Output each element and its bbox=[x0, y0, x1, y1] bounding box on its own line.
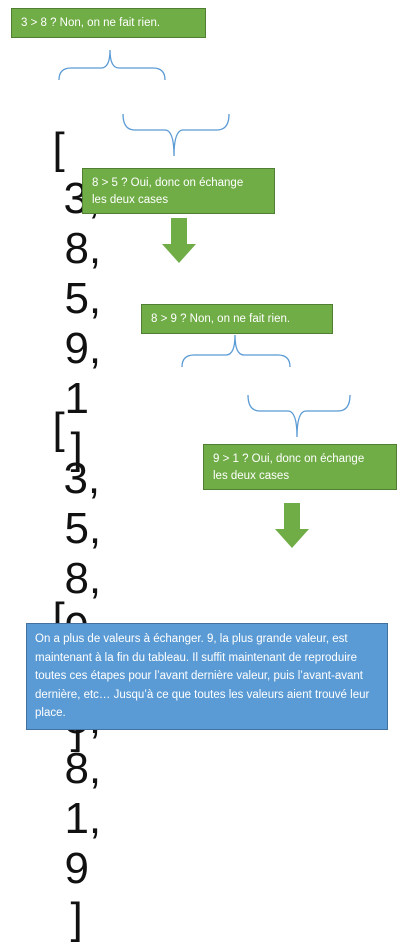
brace-bottom-9-1 bbox=[247, 394, 351, 438]
array-1-item: 8, bbox=[64, 224, 102, 273]
array-1-item: 5, bbox=[64, 274, 102, 323]
brace-top-8-9 bbox=[181, 334, 291, 368]
brace-top-3-8 bbox=[58, 49, 166, 81]
down-arrow-icon bbox=[161, 218, 197, 264]
down-arrow-icon bbox=[274, 503, 310, 549]
conclusion-box: On a plus de valeurs à échanger. 9, la p… bbox=[26, 623, 388, 730]
array-2-item: 3, bbox=[63, 454, 101, 503]
array-1-item: 9, bbox=[64, 324, 102, 373]
array-row-3: [ 3, 5, 8, 1, 9 ] bbox=[28, 544, 101, 944]
array-1-open-bracket: [ bbox=[52, 124, 65, 173]
array-3-item: 1, bbox=[64, 794, 102, 843]
array-1-close-bracket: ] bbox=[70, 424, 83, 473]
array-3-item: 9 bbox=[64, 844, 89, 893]
array-3-item: 8, bbox=[64, 744, 102, 793]
compare-3-8-note: 3 > 8 ? Non, on ne fait rien. bbox=[11, 8, 206, 38]
compare-8-9-note: 8 > 9 ? Non, on ne fait rien. bbox=[141, 304, 333, 334]
array-2-open-bracket: [ bbox=[52, 404, 65, 453]
array-2-item: 8, bbox=[64, 554, 102, 603]
array-3-close-bracket: ] bbox=[70, 894, 83, 943]
compare-8-5-note: 8 > 5 ? Oui, donc on échange les deux ca… bbox=[82, 168, 275, 214]
array-row-1: [ 3, 8, 5, 9, 1 ] bbox=[28, 74, 101, 474]
array-1-item: 1 bbox=[64, 374, 89, 423]
brace-bottom-8-5 bbox=[122, 113, 230, 157]
array-2-item: 5, bbox=[64, 504, 102, 553]
compare-9-1-note: 9 > 1 ? Oui, donc on échange les deux ca… bbox=[203, 444, 397, 490]
